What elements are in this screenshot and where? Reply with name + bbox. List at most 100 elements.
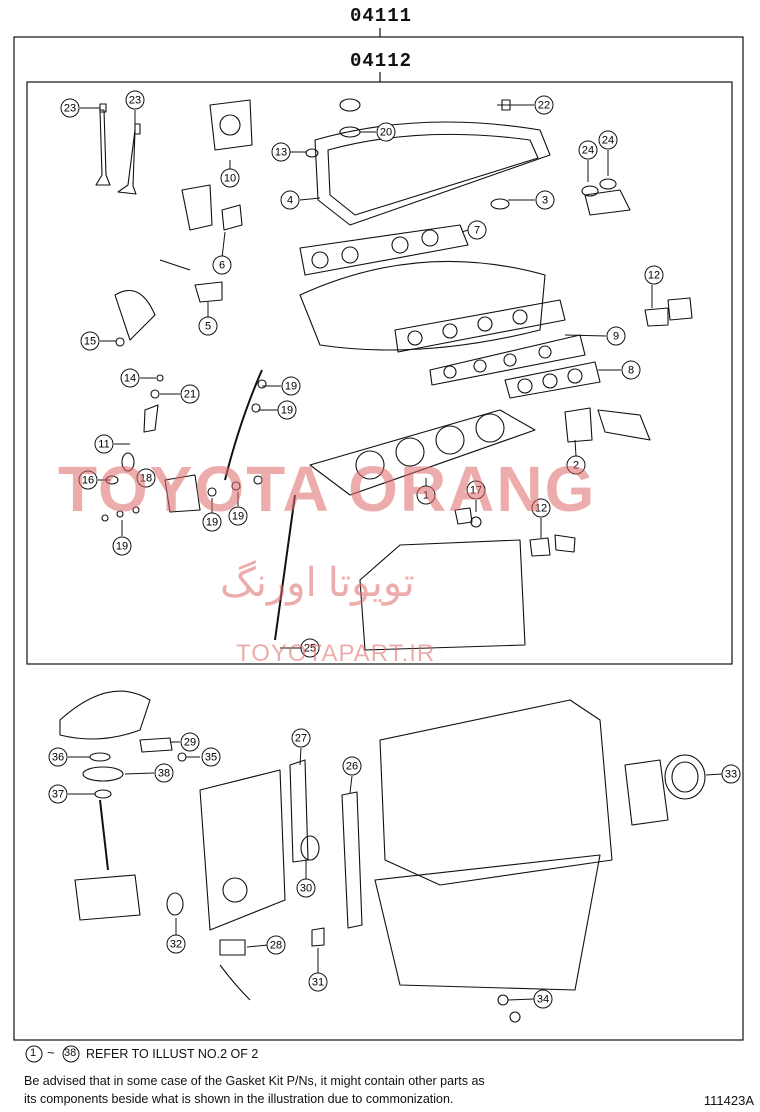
callout-12: 12	[531, 498, 551, 518]
callout-36: 36	[48, 747, 68, 767]
callout-29: 29	[180, 732, 200, 752]
head-gasket-drawing	[309, 409, 536, 496]
callout-circle	[166, 934, 186, 954]
callout-23: 23	[125, 90, 145, 110]
callout-circle	[466, 480, 486, 500]
footer-advice-line2: its components beside what is shown in t…	[24, 1092, 454, 1106]
callout-number: 20	[380, 127, 392, 139]
timing-cover-drawing	[199, 769, 286, 931]
footer-range-end-circle	[62, 1045, 80, 1063]
gasket-5-drawing	[194, 281, 223, 303]
callout-circle	[376, 122, 396, 142]
callout-33: 33	[721, 764, 741, 784]
callout-number: 11	[98, 439, 109, 451]
sensor-drawing	[159, 259, 191, 271]
callout-circle	[120, 368, 140, 388]
footer-refer-text: REFER TO ILLUST NO.2 OF 2	[86, 1047, 259, 1061]
callout-19: 19	[277, 400, 297, 420]
housing-drawing-2	[114, 290, 156, 341]
callout-number: 26	[346, 761, 358, 773]
callout-15: 15	[80, 331, 100, 351]
oil-filter-drawing	[74, 874, 141, 921]
gasket-29-drawing	[139, 737, 173, 753]
callout-37: 37	[48, 784, 68, 804]
gasket-31-drawing	[311, 927, 325, 947]
callout-9: 9	[606, 326, 626, 346]
callout-number: 18	[140, 473, 152, 485]
callout-circle	[180, 732, 200, 752]
outer-kit-frame	[13, 36, 744, 1041]
footer-range-start-circle	[25, 1045, 43, 1063]
callout-10: 10	[220, 168, 240, 188]
valve-drawing	[95, 109, 111, 186]
callout-19: 19	[228, 506, 248, 526]
callout-number: 16	[82, 475, 94, 487]
callout-circle	[271, 142, 291, 162]
gasket-38-drawing	[82, 766, 124, 782]
gasket-12-drawing	[644, 307, 669, 327]
illustration-code: 111423A	[703, 1093, 754, 1108]
seal-retainer-drawing	[624, 759, 669, 826]
callout-circle	[125, 90, 145, 110]
callout-18: 18	[136, 468, 156, 488]
callout-number: 3	[542, 195, 548, 207]
callout-number: 30	[300, 883, 312, 895]
callout-number: 12	[648, 270, 660, 282]
seal-30-drawing	[300, 835, 320, 861]
callout-13: 13	[271, 142, 291, 162]
callout-21: 21	[180, 384, 200, 404]
callout-number: 19	[116, 541, 128, 553]
callout-19: 19	[281, 376, 301, 396]
callout-circle	[228, 506, 248, 526]
gasket-10-drawing	[209, 99, 253, 151]
callout-circle	[416, 485, 436, 505]
callout-26: 26	[342, 756, 362, 776]
callout-16: 16	[78, 470, 98, 490]
callout-number: 31	[312, 977, 324, 989]
callout-circle	[308, 972, 328, 992]
callout-circle	[266, 935, 286, 955]
footer-advice-line1: Be advised that in some case of the Gask…	[24, 1074, 485, 1088]
callout-circle	[281, 376, 301, 396]
callout-circle	[78, 470, 98, 490]
oil-pan-drawing	[374, 854, 601, 991]
callout-number: 8	[628, 365, 634, 377]
callout-circle	[180, 384, 200, 404]
callout-number: 23	[129, 95, 141, 107]
callout-7: 7	[467, 220, 487, 240]
watermark-site: TOYOTAPART.IR	[236, 640, 436, 667]
oil-filter-bracket-drawing	[59, 690, 151, 740]
callout-circle	[280, 190, 300, 210]
callout-circle	[533, 989, 553, 1009]
callout-circle	[198, 316, 218, 336]
manifold-gasket-8-drawing	[504, 361, 601, 399]
gasket-34-drawing	[497, 994, 509, 1006]
callout-circle	[296, 878, 316, 898]
callout-number: 15	[84, 336, 96, 348]
callout-number: 37	[52, 789, 64, 801]
plug-17-drawing	[454, 507, 473, 525]
callout-number: 28	[270, 940, 282, 952]
callout-number: 12	[535, 503, 547, 515]
gasket-27-drawing	[289, 759, 309, 863]
callout-2: 2	[566, 455, 586, 475]
callout-number: 2	[573, 460, 579, 472]
callout-circle	[80, 331, 100, 351]
callout-number: 24	[602, 135, 614, 147]
engine-block-drawing	[359, 539, 526, 651]
watermark-latin: TOYOTA ORANG	[58, 453, 597, 525]
footer-range-end: 38	[64, 1047, 77, 1059]
callout-4: 4	[280, 190, 300, 210]
callout-number: 5	[205, 321, 211, 333]
callout-number: 19	[285, 381, 297, 393]
callout-circle	[202, 512, 222, 532]
callout-number: 9	[613, 331, 619, 343]
callout-circle	[136, 468, 156, 488]
oil-pipe-drawing	[224, 369, 263, 481]
kit-inner-number: 04112	[350, 50, 413, 72]
callout-circle	[534, 95, 554, 115]
manifold-gasket-9-drawing	[394, 299, 566, 353]
gasket-24-drawing	[581, 185, 599, 197]
callout-circle	[48, 747, 68, 767]
